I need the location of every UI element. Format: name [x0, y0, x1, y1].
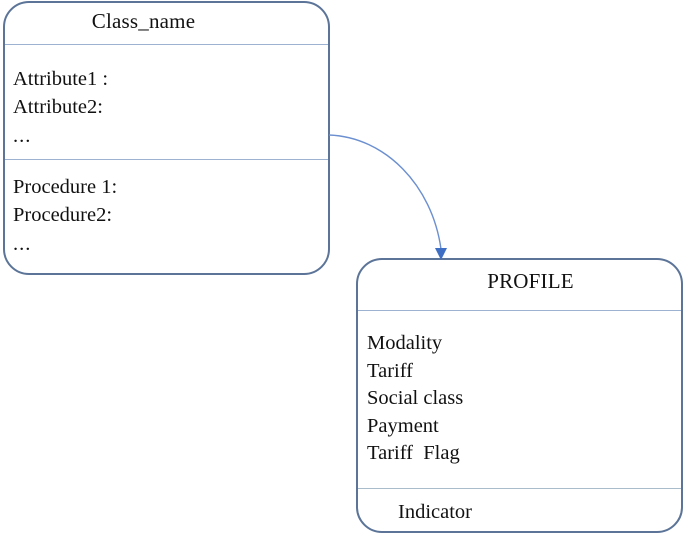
list-item: Tariff: [367, 359, 413, 382]
profile-title: PROFILE: [487, 269, 574, 293]
list-item: Procedure 1:: [13, 176, 118, 198]
profile-title-compartment: PROFILE: [358, 260, 681, 310]
profile-attribute-list: Modality Tariff Social class Payment Tar…: [367, 330, 681, 468]
list-item: ...: [13, 233, 32, 255]
profile-footer-compartment: Indicator: [358, 488, 681, 531]
class-name-title-compartment: Class_name: [5, 3, 328, 44]
attribute-list: Attribute1 : Attribute2: ...: [13, 66, 328, 151]
list-item: Payment: [367, 414, 439, 437]
list-item: Tariff Flag: [367, 442, 460, 464]
list-item: Attribute1 :: [13, 68, 109, 90]
list-item: ...: [13, 125, 32, 147]
procedure-list: Procedure 1: Procedure2: ...: [13, 174, 328, 259]
list-item: Procedure2:: [13, 203, 113, 226]
class-name-attributes-compartment: Attribute1 : Attribute2: ...: [5, 44, 328, 159]
class-box-profile[interactable]: PROFILE Modality Tariff Social class Pay…: [356, 258, 683, 533]
class-name-title: Class_name: [91, 9, 196, 33]
list-item: Social class: [367, 387, 464, 409]
list-item: Modality: [367, 332, 443, 354]
list-item: Indicator: [398, 501, 472, 523]
class-box-class-name[interactable]: Class_name Attribute1 : Attribute2: ... …: [3, 1, 330, 275]
association-arrow-line: [328, 134, 442, 250]
class-name-procedures-compartment: Procedure 1: Procedure2: ...: [5, 159, 328, 273]
profile-attributes-compartment: Modality Tariff Social class Payment Tar…: [358, 310, 681, 488]
list-item: Attribute2:: [13, 95, 103, 118]
